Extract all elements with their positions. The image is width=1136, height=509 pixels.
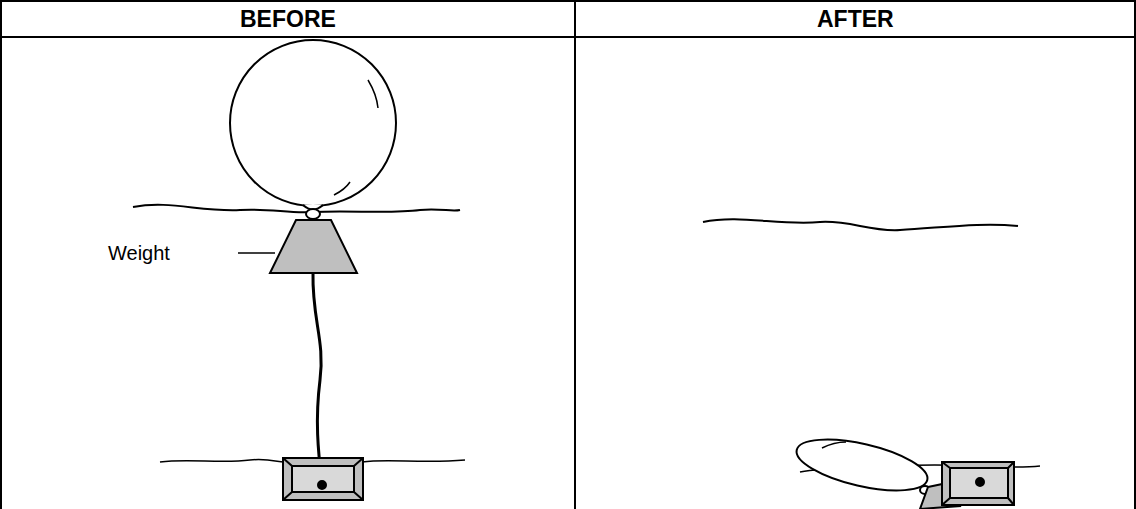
anchor-block bbox=[942, 462, 1014, 505]
anchor-block bbox=[283, 458, 363, 500]
string-tie bbox=[318, 481, 326, 489]
leader-line bbox=[238, 252, 275, 254]
column-header: BEFORE bbox=[240, 6, 336, 33]
knot bbox=[306, 209, 320, 219]
string bbox=[313, 273, 322, 485]
after-scene bbox=[703, 219, 1040, 509]
water-surface bbox=[133, 205, 460, 213]
balloon-shine bbox=[334, 182, 350, 195]
part-label: Weight bbox=[108, 242, 170, 265]
weight bbox=[270, 220, 357, 273]
deflated-balloon bbox=[792, 429, 932, 500]
balloon bbox=[230, 40, 396, 206]
before-scene bbox=[133, 40, 465, 500]
anchor-block-face bbox=[950, 468, 1008, 498]
water-surface bbox=[703, 219, 1018, 230]
balloon-shine bbox=[368, 80, 378, 108]
anchor-block-edges bbox=[942, 462, 1014, 505]
balloon-shine bbox=[822, 442, 846, 448]
anchor-block-face bbox=[292, 466, 354, 492]
anchor-block-edges bbox=[283, 458, 363, 500]
column-header: AFTER bbox=[817, 6, 894, 33]
string-tie bbox=[976, 478, 984, 486]
